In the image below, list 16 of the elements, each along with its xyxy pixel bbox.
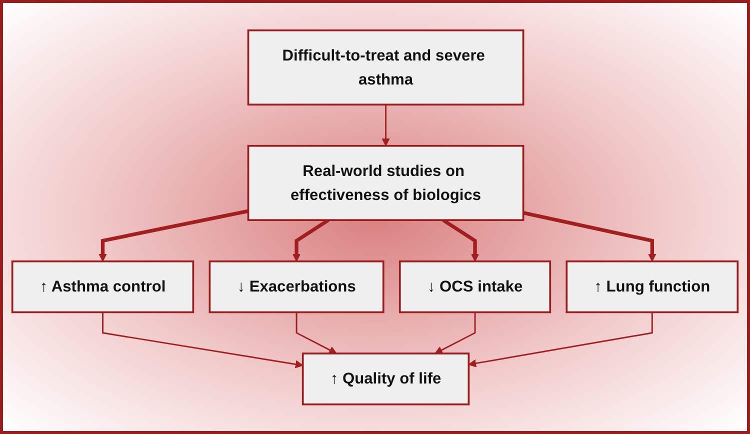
arrow [442, 218, 480, 262]
arrow [296, 312, 337, 354]
node-box: ↑ Lung function [566, 260, 739, 313]
arrow [468, 312, 653, 367]
node-box: Real-world studies on effectiveness of biologics [247, 144, 524, 221]
arrow [102, 312, 304, 368]
node-box: ↓ OCS intake [398, 260, 552, 313]
arrow [382, 104, 390, 146]
node-box: ↑ Asthma control [11, 260, 194, 313]
arrow [434, 312, 476, 354]
arrow [292, 218, 330, 262]
node-box: ↑ Quality of life [302, 352, 470, 405]
node-box: ↓ Exacerbations [208, 260, 384, 313]
arrow [98, 208, 249, 262]
node-box: Difficult-to-treat and severe asthma [247, 29, 524, 106]
arrow [522, 210, 656, 262]
